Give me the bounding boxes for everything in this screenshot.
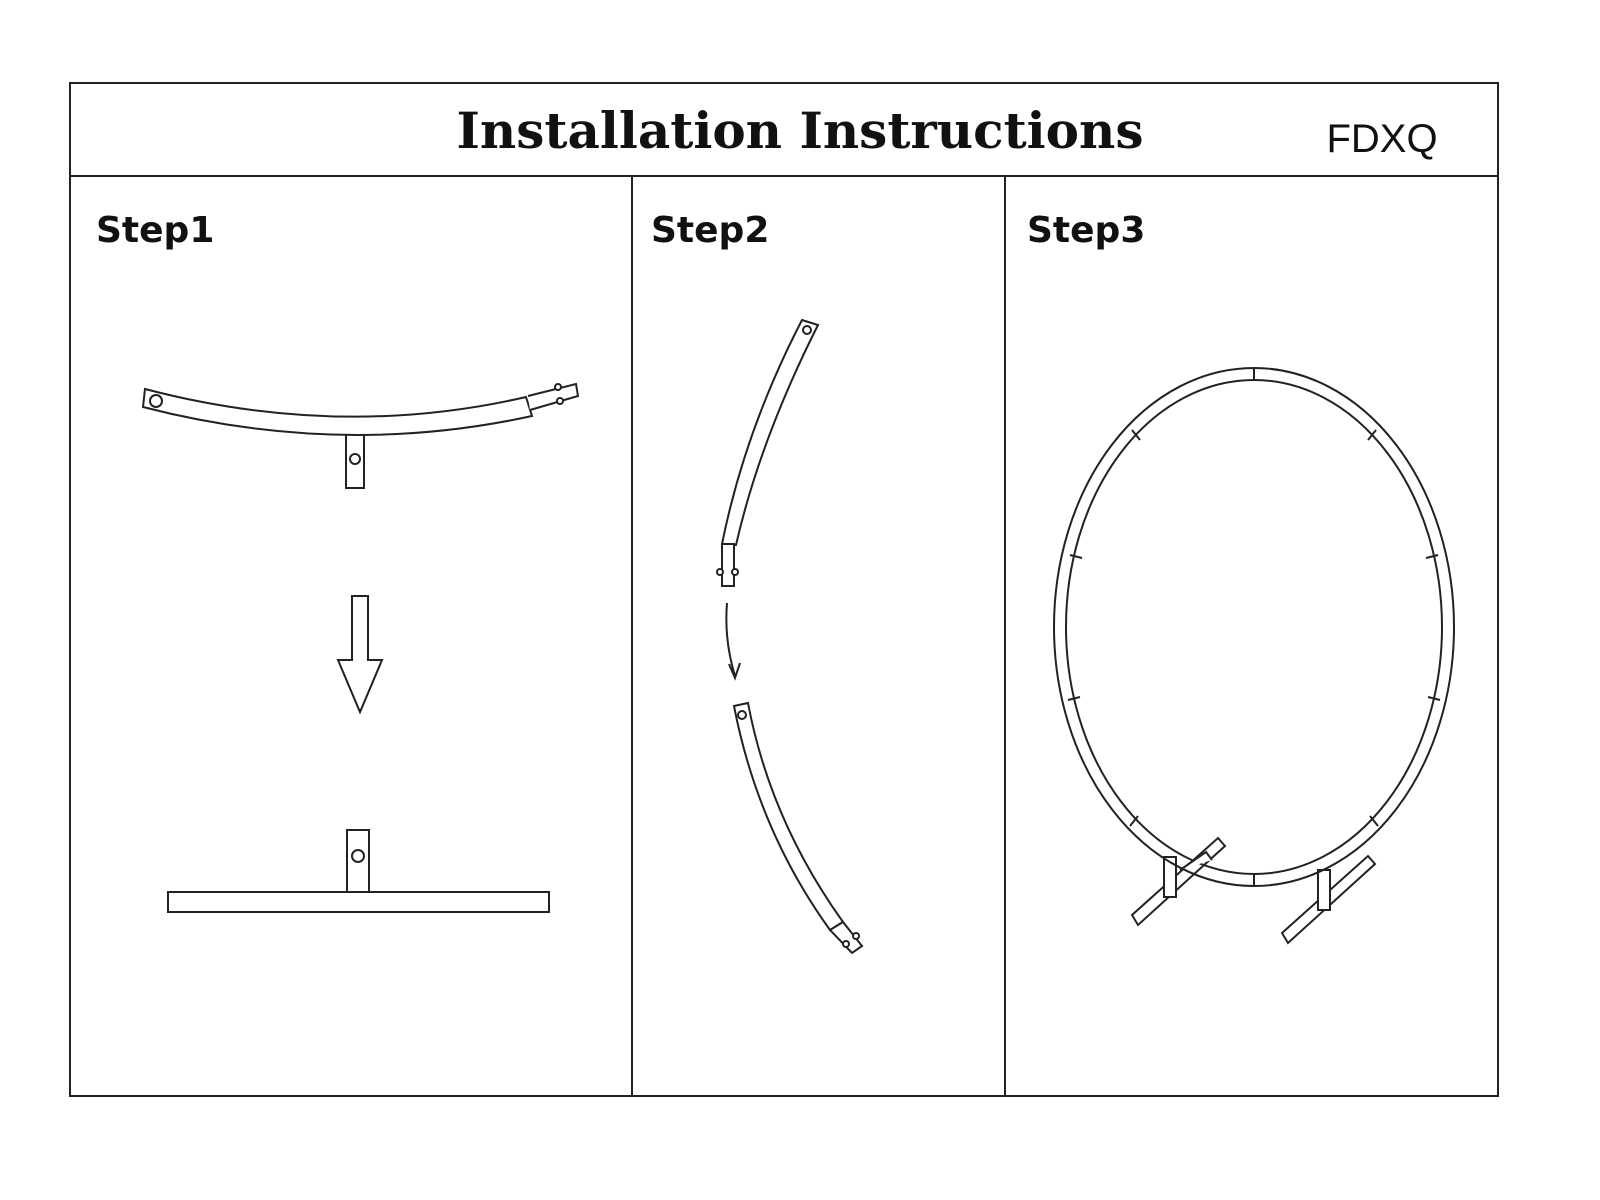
pin-icon — [716, 568, 724, 576]
ring-joint — [1129, 815, 1139, 827]
arc-tube — [720, 318, 820, 547]
ring-joint — [1367, 429, 1377, 441]
pin-icon — [556, 397, 564, 405]
step1-arc-segment-with-post — [141, 382, 580, 489]
step3-assembled-arch — [1053, 367, 1455, 945]
left-foot — [1130, 836, 1227, 927]
base-foot — [167, 891, 550, 913]
bolt-hole-icon — [149, 394, 163, 408]
right-stand — [1280, 854, 1377, 945]
bolt-hole-icon — [737, 710, 747, 720]
ring-inner — [1065, 379, 1443, 875]
ring-joint — [1067, 696, 1081, 701]
pin-icon — [731, 568, 739, 576]
outer-frame — [69, 82, 1499, 1097]
pin-icon — [852, 932, 860, 940]
arc-tube — [141, 387, 534, 436]
ring-joint — [1069, 554, 1083, 559]
ring-outer — [1053, 367, 1455, 887]
left-stand — [1130, 836, 1227, 927]
ring-joint — [1369, 815, 1379, 827]
ring-joint — [1131, 429, 1141, 441]
step2-lower-arc — [732, 701, 864, 955]
curved-arrow — [725, 602, 736, 677]
connector-insert — [527, 382, 580, 411]
left-foot-front — [1179, 850, 1213, 871]
bolt-hole-icon — [351, 849, 365, 863]
pin-icon — [554, 383, 562, 391]
ring-joints — [1067, 368, 1441, 886]
right-post — [1317, 869, 1331, 911]
model-code: FDXQ — [1326, 117, 1437, 161]
bolt-hole-icon — [802, 325, 812, 335]
bolt-hole-icon — [349, 453, 361, 465]
left-post — [1163, 856, 1177, 898]
ring-joint — [1427, 696, 1441, 701]
step1-label: Step1 — [96, 210, 214, 251]
arc-tube — [732, 701, 845, 932]
step3-label: Step3 — [1027, 210, 1145, 251]
ring-joint — [1425, 554, 1439, 559]
step2-upper-arc — [716, 318, 820, 587]
pin-icon — [842, 940, 850, 948]
down-arrow-icon — [336, 595, 384, 715]
step2-label: Step2 — [651, 210, 769, 251]
page-title: Installation Instructions — [456, 101, 1143, 160]
step1-base — [167, 829, 550, 913]
connector-insert — [721, 543, 735, 587]
arrow-head-icon — [728, 662, 741, 681]
